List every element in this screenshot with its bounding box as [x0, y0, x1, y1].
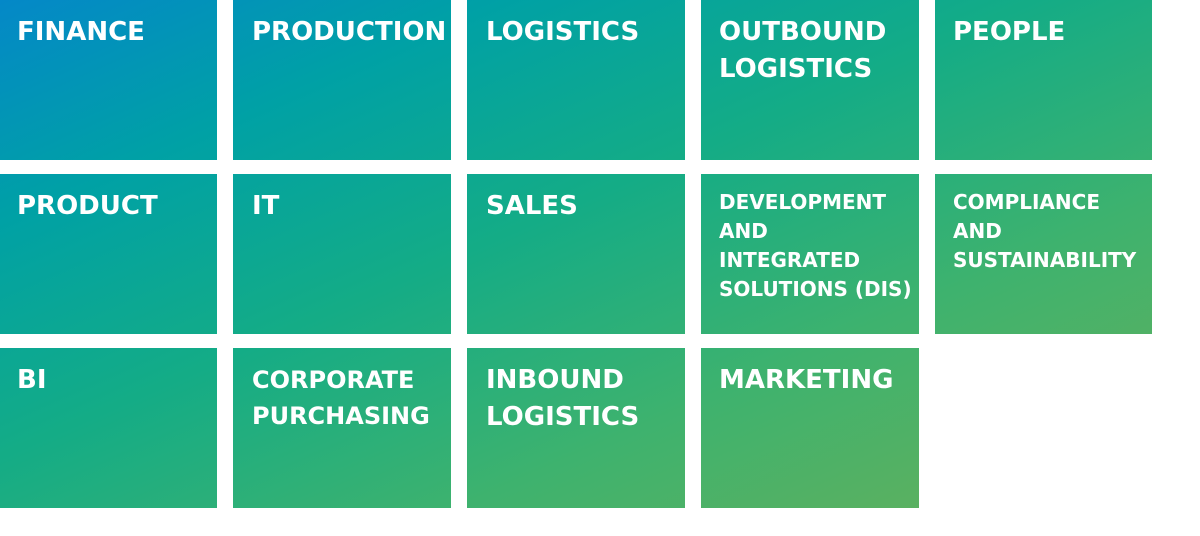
tile-sales[interactable]: SALES — [467, 174, 685, 334]
tile-label: COMPLIANCE AND SUSTAINABILITY — [953, 190, 1137, 272]
tile-logistics[interactable]: LOGISTICS — [467, 0, 685, 160]
tile-compliance-sustainability[interactable]: COMPLIANCE AND SUSTAINABILITY — [935, 174, 1152, 334]
tile-marketing[interactable]: MARKETING — [701, 348, 919, 508]
tile-label: PEOPLE — [953, 17, 1066, 47]
tile-label: CORPORATE PURCHASING — [252, 366, 430, 430]
tile-production[interactable]: PRODUCTION — [233, 0, 451, 160]
tile-inbound-logistics[interactable]: INBOUND LOGISTICS — [467, 348, 685, 508]
tile-label: DEVELOPMENT AND INTEGRATED SOLUTIONS (DI… — [719, 190, 912, 301]
tile-finance[interactable]: FINANCE — [0, 0, 217, 160]
tile-people[interactable]: PEOPLE — [935, 0, 1152, 160]
tile-bi[interactable]: BI — [0, 348, 217, 508]
tile-label: INBOUND LOGISTICS — [486, 365, 640, 432]
tile-label: BI — [17, 365, 47, 395]
grid-gutter — [685, 0, 701, 508]
tile-label: PRODUCTION — [252, 17, 447, 47]
tile-outbound-logistics[interactable]: OUTBOUND LOGISTICS — [701, 0, 919, 160]
tile-label: LOGISTICS — [486, 17, 640, 47]
tile-development-integrated-solutions[interactable]: DEVELOPMENT AND INTEGRATED SOLUTIONS (DI… — [701, 174, 919, 334]
tile-label: OUTBOUND LOGISTICS — [719, 17, 887, 84]
tile-label: IT — [252, 191, 280, 221]
tile-label: PRODUCT — [17, 191, 158, 221]
tile-label: FINANCE — [17, 17, 145, 47]
grid-gutter — [217, 0, 233, 508]
grid-gutter — [0, 334, 1152, 348]
tile-corporate-purchasing[interactable]: CORPORATE PURCHASING — [233, 348, 451, 508]
tile-label: SALES — [486, 191, 578, 221]
empty-cell — [919, 334, 1152, 508]
grid-gutter — [451, 0, 467, 508]
tile-product[interactable]: PRODUCT — [0, 174, 217, 334]
grid-gutter — [0, 160, 1152, 174]
tile-label: MARKETING — [719, 365, 894, 395]
tile-it[interactable]: IT — [233, 174, 451, 334]
